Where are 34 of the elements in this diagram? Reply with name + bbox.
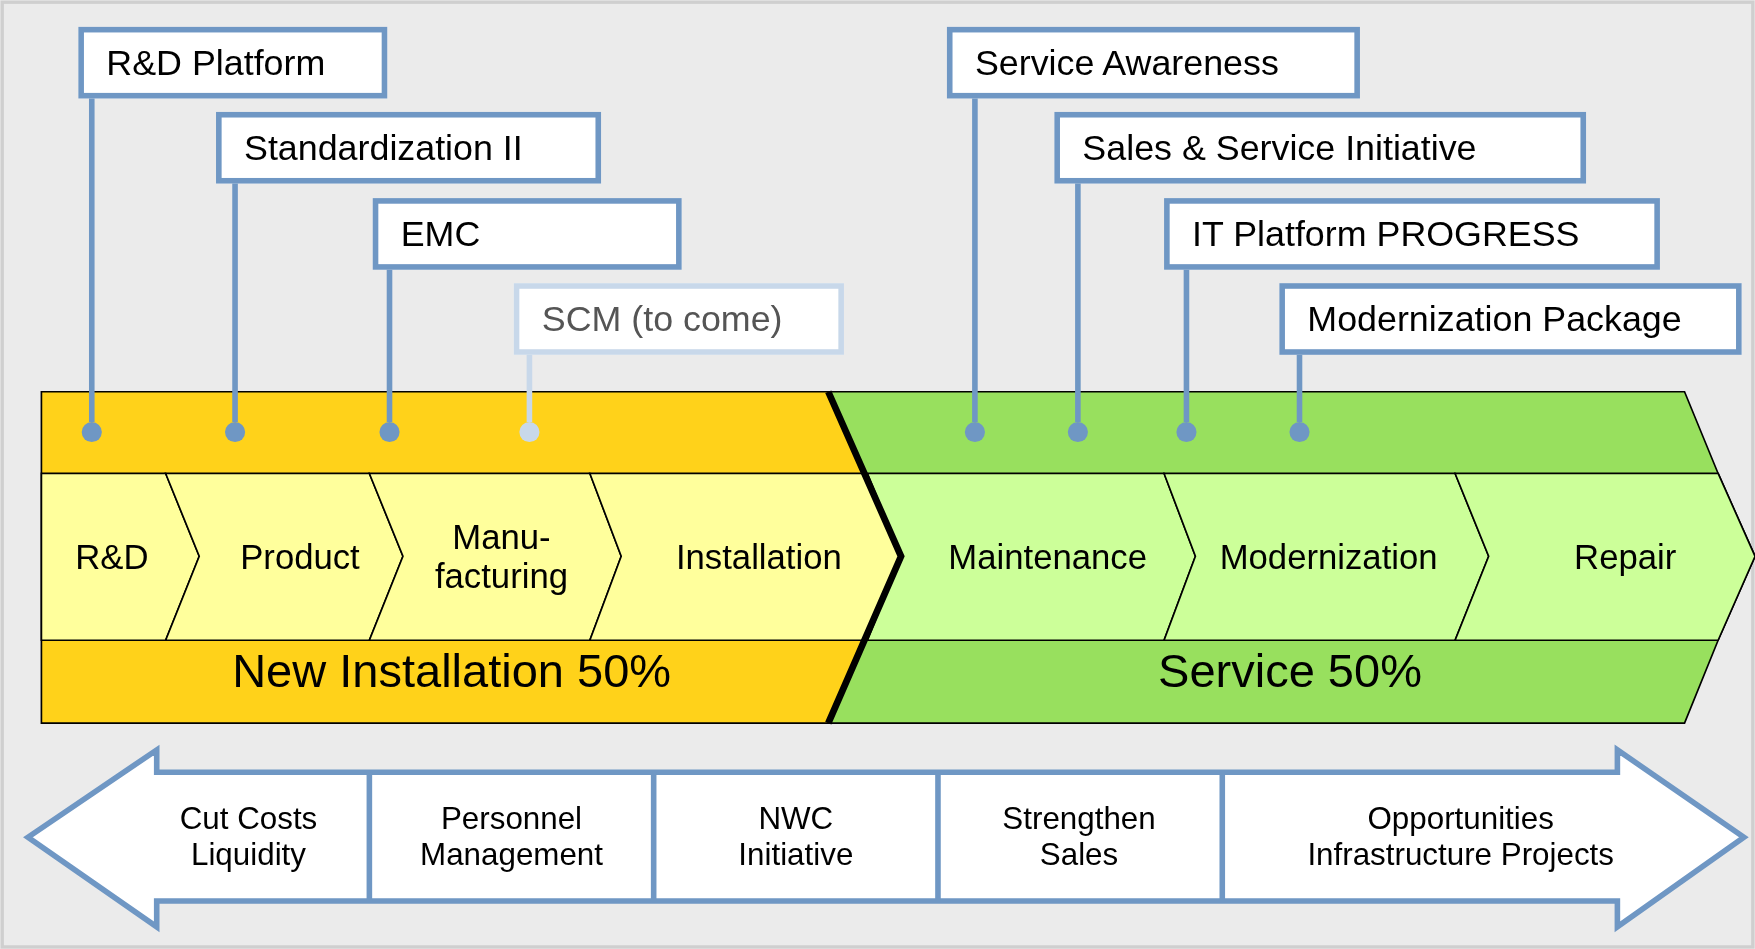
initiative-text: Cut Costs Liquidity (178, 800, 319, 873)
initiative-name: Service Awareness (973, 42, 1279, 84)
connector-line (89, 98, 95, 422)
initiative-text: NWC Initiative (737, 800, 855, 873)
connector-line (972, 98, 978, 422)
initiative-label-box (513, 283, 844, 355)
initiative-label-box (216, 111, 602, 184)
initiative-name: Standardization II (243, 127, 523, 169)
initiative-label-box (946, 26, 1360, 99)
initiative-label-box (78, 26, 388, 99)
connector-line (1296, 354, 1303, 422)
initiative-label-box (1279, 283, 1742, 355)
process-step-name: Repair (1573, 536, 1678, 577)
connector-line (386, 269, 393, 422)
connector-line (1075, 183, 1081, 422)
connector-line (1183, 269, 1190, 422)
initiative-name: R&D Platform (105, 42, 326, 84)
initiative-name: SCM (to come) (540, 298, 783, 340)
initiative-name: Modernization Package (1306, 298, 1682, 340)
initiative-label-box (1054, 111, 1587, 184)
initiative-label-box (1164, 198, 1660, 270)
segment-title: New Installation 50% (231, 644, 673, 699)
initiative-text: Strengthen Sales (1001, 800, 1157, 873)
segment-title: Service 50% (1157, 644, 1423, 699)
initiative-name: EMC (399, 213, 481, 255)
connector-line (526, 354, 533, 422)
initiative-name: IT Platform PROGRESS (1191, 213, 1580, 255)
process-step-name: Manu- facturing (433, 516, 569, 597)
initiative-text: Opportunities Infrastructure Projects (1306, 800, 1615, 873)
process-step-name: Product (239, 536, 361, 577)
initiative-text: Personnel Management (419, 800, 604, 873)
initiative-label-box (372, 198, 682, 270)
initiative-name: Sales & Service Initiative (1081, 127, 1477, 169)
connector-line (232, 183, 238, 422)
